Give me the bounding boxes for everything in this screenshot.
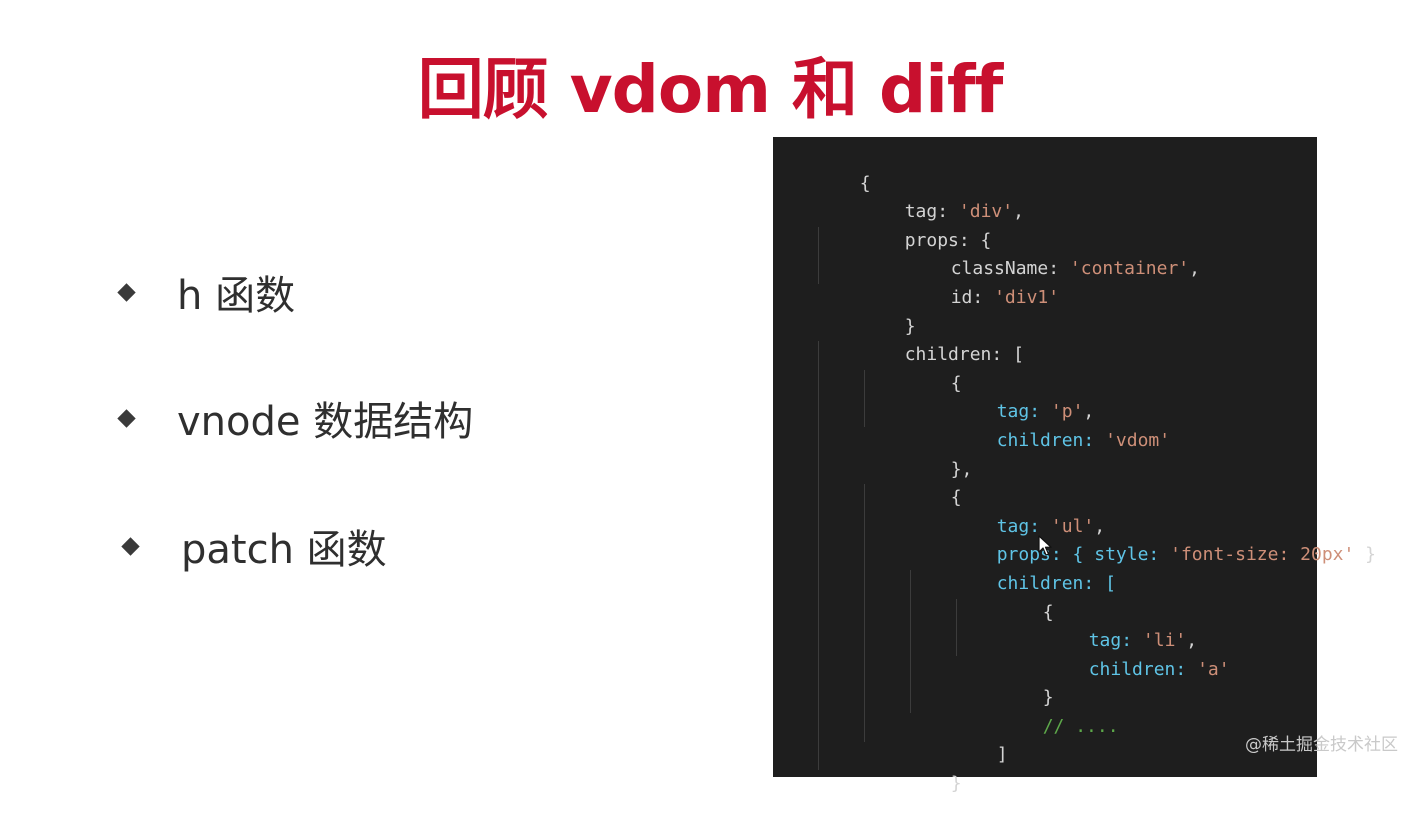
code-token: children: [ — [904, 344, 1024, 366]
code-line: children: [ — [773, 541, 1376, 594]
code-line: tag: 'li', — [773, 599, 1376, 651]
code-line: { — [773, 141, 1376, 194]
code-key: tag: — [996, 515, 1051, 537]
indent-guide — [910, 570, 911, 713]
code-token: id: — [950, 286, 995, 308]
code-string: 'ul' — [1050, 515, 1095, 537]
code-token: props: { — [904, 229, 992, 251]
code-key: style: — [1094, 544, 1171, 566]
code-key: children: — [996, 429, 1106, 451]
code-line: // .... — [773, 684, 1376, 737]
bullet-text: vnode 数据结构 — [177, 399, 474, 445]
watermark: @稀土掘金技术社区 — [1245, 735, 1398, 755]
code-string: 'font-size: 20px' — [1170, 544, 1355, 566]
code-line: tag: 'p', — [773, 370, 1376, 422]
code-line: } — [773, 284, 1376, 337]
code-token: , — [1083, 401, 1095, 423]
code-token: , — [1094, 515, 1106, 537]
code-line: }, — [773, 427, 1376, 480]
code-line: } — [773, 656, 1376, 708]
code-string: 'a' — [1197, 658, 1230, 680]
code-line: props: { style: 'font-size: 20px' } — [773, 513, 1376, 565]
code-token: { — [1042, 601, 1054, 623]
code-line: } — [773, 741, 1376, 794]
indent-guide — [818, 226, 819, 284]
code-string: 'div1' — [994, 286, 1060, 308]
bullet-text: patch 函数 — [181, 527, 387, 573]
code-token: } — [950, 773, 962, 795]
code-line: { — [773, 456, 1376, 508]
code-line: props: { — [773, 198, 1376, 251]
code-token: { — [950, 487, 962, 509]
code-string: 'p' — [1050, 401, 1084, 423]
code-key: tag: — [996, 401, 1051, 423]
code-line: { — [773, 570, 1376, 623]
diamond-bullet-icon — [117, 408, 136, 428]
code-token: ] — [996, 744, 1008, 766]
code-line: tag: 'ul', — [773, 484, 1376, 537]
code-line: children: 'a' — [773, 627, 1376, 680]
code-token: , — [1013, 201, 1024, 223]
code-token: , — [1189, 258, 1200, 280]
indent-guide — [818, 341, 819, 771]
mouse-cursor-icon — [1038, 535, 1052, 556]
code-token: } — [904, 315, 916, 337]
code-line: { — [773, 341, 1376, 394]
indent-guide — [864, 369, 865, 427]
code-token: { — [950, 372, 962, 394]
code-screenshot-panel: { tag: 'div', props: { className: 'conta… — [773, 137, 1376, 794]
bullet-item-h-function: h 函数 — [117, 262, 296, 322]
code-comment: // .... — [1042, 715, 1119, 737]
code-block: { tag: 'div', props: { className: 'conta… — [773, 141, 1376, 794]
bullet-text: h 函数 — [177, 273, 296, 319]
code-line: className: 'container', — [773, 227, 1376, 279]
diamond-bullet-icon — [117, 282, 136, 302]
code-line: tag: 'div', — [773, 170, 1376, 222]
code-key: children: — [1088, 658, 1198, 680]
code-key: children: [ — [996, 572, 1116, 594]
slide-title: 回顾 vdom 和 diff — [417, 51, 1004, 128]
code-token: className: — [950, 258, 1070, 280]
code-string: 'div' — [958, 201, 1014, 223]
slide: 回顾 vdom 和 diff h 函数 vnode 数据结构 patch 函数 … — [117, 51, 1398, 795]
code-token: tag: — [904, 201, 959, 223]
code-line: id: 'div1' — [773, 255, 1376, 308]
code-line: children: [ — [773, 313, 1376, 365]
indent-guide — [864, 484, 865, 742]
diamond-bullet-icon — [121, 536, 140, 556]
indent-guide — [956, 598, 957, 656]
code-string: 'li' — [1142, 630, 1187, 652]
bullet-item-patch: patch 函数 — [121, 516, 387, 576]
code-string: 'container' — [1069, 258, 1190, 280]
code-token: }, — [950, 458, 973, 480]
code-token: } — [1042, 687, 1054, 709]
code-line: children: 'vdom' — [773, 398, 1376, 451]
code-token: } — [1354, 544, 1377, 566]
code-key: tag: — [1088, 630, 1143, 652]
code-line: ] — [773, 713, 1376, 765]
code-string: 'vdom' — [1105, 429, 1171, 451]
bullet-item-vnode: vnode 数据结构 — [117, 388, 474, 448]
code-token: { — [859, 172, 871, 194]
code-token: , — [1186, 630, 1198, 652]
